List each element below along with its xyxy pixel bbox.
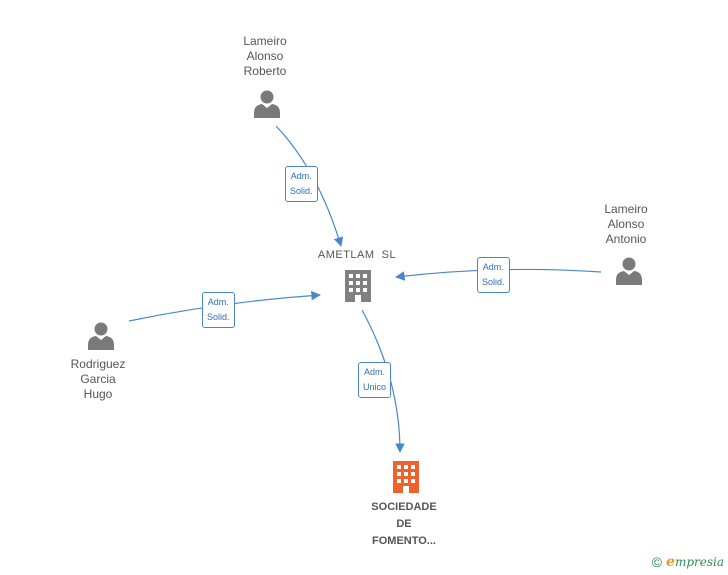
node-label-lameiro-roberto: Lameiro Alonso Roberto (225, 34, 305, 79)
person-icon[interactable] (614, 256, 644, 286)
edge-label-rodriguez-ametlam: Adm. Solid. (202, 292, 235, 328)
edge-label-line: Adm. (364, 367, 386, 377)
node-label-line: DE (396, 518, 412, 530)
edge-label-line: Solid. (482, 277, 505, 287)
person-icon[interactable] (252, 89, 282, 119)
edge-label-line: Unico (363, 382, 387, 392)
node-label-line: AMETLAM SL (317, 249, 397, 261)
edge-label-line: Solid. (207, 312, 230, 322)
brand-logo: empresia (666, 554, 724, 570)
node-label-rodriguez: Rodriguez Garcia Hugo (58, 357, 138, 402)
copyright-icon: © (651, 554, 663, 570)
node-label-sociedade[interactable]: SOCIEDADE DE FOMENTO... (354, 499, 454, 550)
edge-label-line: Adm. (207, 297, 229, 307)
brand-initial: e (666, 554, 675, 570)
building-icon-highlight[interactable] (391, 459, 421, 495)
node-label-line: Alonso (246, 49, 284, 63)
building-icon[interactable] (343, 268, 373, 304)
node-label-line: FOMENTO... (372, 535, 436, 547)
node-label-line: SOCIEDADE (371, 501, 437, 513)
edge-label-antonio-ametlam: Adm. Solid. (477, 257, 510, 293)
node-label-line: Rodriguez (70, 357, 126, 371)
edge-label-line: Solid. (290, 186, 313, 196)
person-icon[interactable] (86, 321, 116, 351)
node-label-line: Alonso (607, 217, 645, 231)
edge-label-line: Adm. (482, 262, 504, 272)
edge-label-ametlam-sociedade: Adm. Unico (358, 362, 392, 398)
brand-rest: mpresia (674, 555, 724, 569)
node-label-line: Antonio (605, 232, 647, 246)
node-label-line: Garcia (80, 372, 116, 386)
node-label-line: Lameiro (604, 202, 648, 216)
edge-label-roberto-ametlam: Adm. Solid. (285, 166, 318, 202)
footer-brand[interactable]: © empresia (652, 554, 724, 570)
node-label-lameiro-antonio: Lameiro Alonso Antonio (586, 202, 666, 247)
node-label-ametlam: AMETLAM SL (307, 248, 407, 263)
node-label-line: Lameiro (243, 34, 287, 48)
edge-label-line: Adm. (290, 171, 312, 181)
node-label-line: Hugo (83, 387, 113, 401)
node-label-line: Roberto (243, 64, 287, 78)
